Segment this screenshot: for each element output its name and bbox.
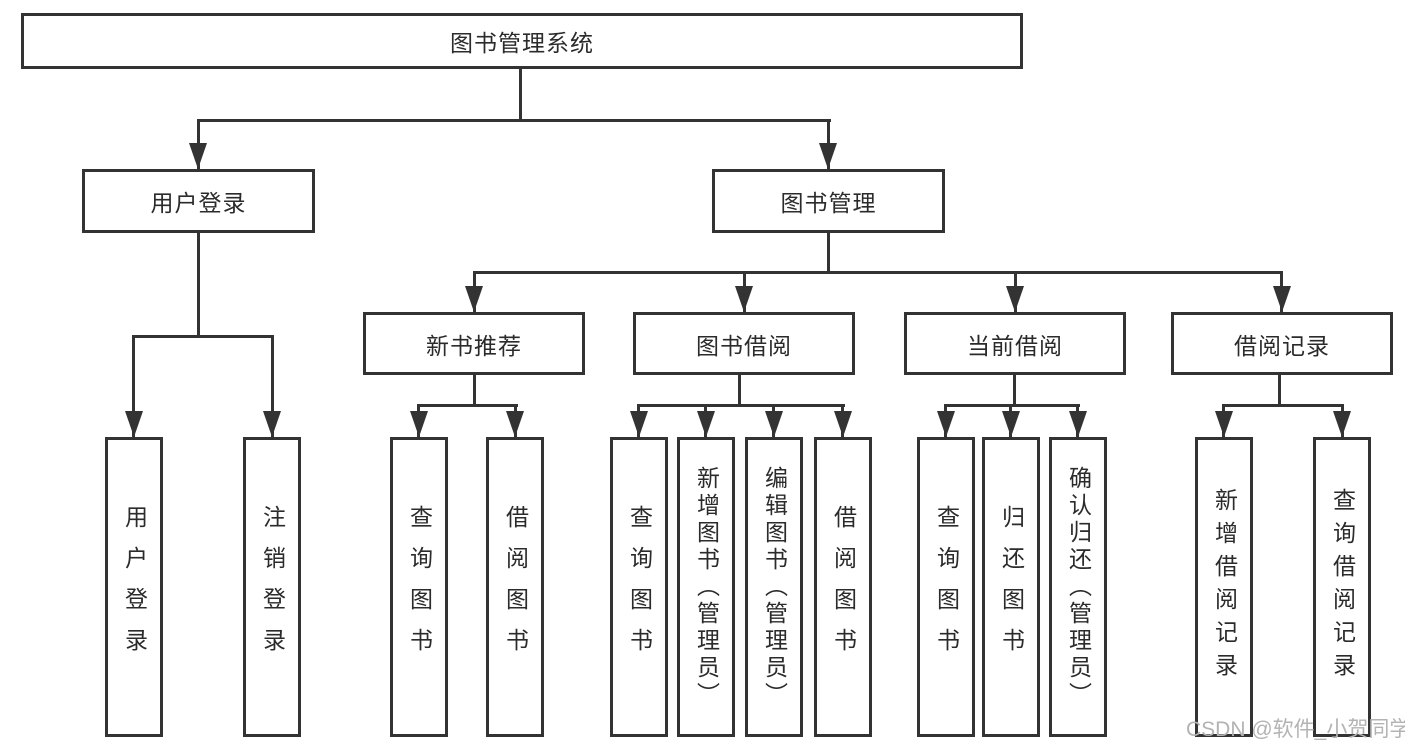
connector bbox=[473, 271, 1283, 274]
leaf-logout-login: 注销登录 bbox=[243, 437, 301, 737]
connector bbox=[473, 375, 476, 407]
arrow-down-icon bbox=[937, 411, 955, 437]
connector bbox=[944, 404, 1080, 407]
leaf-label: 注销登录 bbox=[259, 505, 286, 669]
csdn-watermark: CSDN @软件_小贺同学 bbox=[1186, 718, 1405, 741]
connector bbox=[1013, 375, 1016, 407]
node-borrow-records: 借阅记录 bbox=[1171, 312, 1393, 375]
leaf-borrowing-edit-book-admin: 编辑图书（管理员） bbox=[745, 437, 803, 737]
connector bbox=[637, 404, 845, 407]
node-label: 新书推荐 bbox=[426, 332, 522, 359]
leaf-label: 查询图书 bbox=[626, 505, 653, 669]
leaf-borrowing-add-book-admin: 新增图书（管理员） bbox=[677, 437, 735, 737]
leaf-label: 查询图书 bbox=[933, 505, 960, 669]
arrow-down-icon bbox=[125, 411, 143, 437]
arrow-down-icon bbox=[834, 411, 852, 437]
leaf-label: 借阅图书 bbox=[830, 505, 857, 669]
leaf-recommend-borrow-book: 借阅图书 bbox=[486, 437, 544, 737]
node-library-management-system: 图书管理系统 bbox=[21, 13, 1023, 69]
arrow-down-icon bbox=[506, 411, 524, 437]
arrow-down-icon bbox=[630, 411, 648, 437]
arrow-down-icon bbox=[465, 286, 483, 312]
leaf-label: 确认归还（管理员） bbox=[1065, 465, 1092, 709]
node-book-borrowing: 图书借阅 bbox=[633, 312, 855, 375]
leaf-recommend-query-book: 查询图书 bbox=[390, 437, 448, 737]
connector bbox=[1222, 404, 1344, 407]
arrow-down-icon bbox=[765, 411, 783, 437]
node-label: 图书管理 bbox=[780, 190, 877, 216]
leaf-record-add-borrow-record: 新增借阅记录 bbox=[1195, 437, 1253, 737]
connector bbox=[519, 67, 522, 121]
arrow-down-icon bbox=[1333, 411, 1351, 437]
arrow-down-icon bbox=[697, 411, 715, 437]
arrow-down-icon bbox=[1215, 411, 1233, 437]
arrow-down-icon bbox=[410, 411, 428, 437]
node-new-book-recommend: 新书推荐 bbox=[363, 312, 585, 375]
node-label: 用户登录 bbox=[150, 190, 247, 216]
connector bbox=[417, 404, 518, 407]
arrow-down-icon bbox=[1002, 411, 1020, 437]
leaf-borrowing-query-book: 查询图书 bbox=[610, 437, 668, 737]
node-label: 当前借阅 bbox=[967, 332, 1063, 359]
arrow-down-icon bbox=[1069, 411, 1087, 437]
leaf-label: 查询借阅记录 bbox=[1329, 488, 1356, 686]
arrow-down-icon bbox=[819, 143, 837, 169]
leaf-borrowing-borrow-book: 借阅图书 bbox=[814, 437, 872, 737]
node-label: 图书借阅 bbox=[696, 332, 792, 359]
node-label: 图书管理系统 bbox=[450, 30, 594, 56]
node-label: 借阅记录 bbox=[1234, 332, 1330, 359]
arrow-down-icon bbox=[263, 411, 281, 437]
connector bbox=[197, 119, 831, 122]
arrow-down-icon bbox=[1006, 286, 1024, 312]
connector bbox=[132, 335, 135, 437]
leaf-current-query-book: 查询图书 bbox=[917, 437, 975, 737]
connector bbox=[132, 335, 274, 338]
leaf-record-query-borrow-record: 查询借阅记录 bbox=[1313, 437, 1371, 737]
connector bbox=[738, 375, 741, 407]
node-current-borrowing: 当前借阅 bbox=[904, 312, 1126, 375]
leaf-label: 编辑图书（管理员） bbox=[761, 465, 788, 709]
leaf-label: 查询图书 bbox=[406, 505, 433, 669]
leaf-current-confirm-return-admin: 确认归还（管理员） bbox=[1049, 437, 1107, 737]
arrow-down-icon bbox=[1273, 286, 1291, 312]
leaf-label: 借阅图书 bbox=[502, 505, 529, 669]
leaf-label: 新增借阅记录 bbox=[1211, 488, 1238, 686]
arrow-down-icon bbox=[189, 143, 207, 169]
connector bbox=[827, 233, 830, 273]
leaf-user-login: 用户登录 bbox=[105, 437, 163, 737]
node-book-management: 图书管理 bbox=[712, 169, 945, 233]
connector bbox=[197, 233, 200, 337]
leaf-label: 新增图书（管理员） bbox=[693, 465, 720, 709]
connector bbox=[271, 335, 274, 437]
connector bbox=[1278, 375, 1281, 407]
node-user-login: 用户登录 bbox=[82, 169, 315, 233]
arrow-down-icon bbox=[735, 286, 753, 312]
leaf-label: 用户登录 bbox=[121, 505, 148, 669]
leaf-label: 归还图书 bbox=[998, 505, 1025, 669]
leaf-current-return-book: 归还图书 bbox=[982, 437, 1040, 737]
